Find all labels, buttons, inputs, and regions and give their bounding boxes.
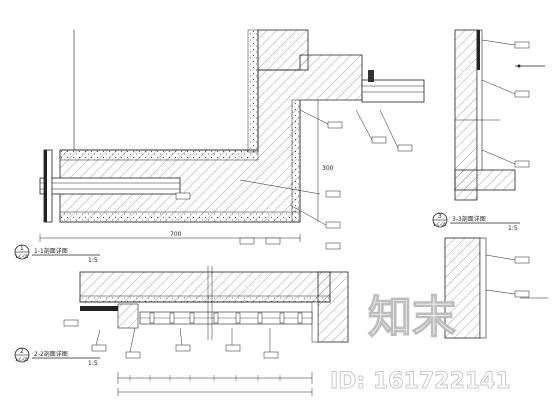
detail-4-section bbox=[444, 237, 548, 339]
detail-1-title: 1-1剖面详图 bbox=[34, 247, 68, 255]
watermark-brand: 知末 bbox=[368, 292, 456, 343]
watermark: 知末 ID: 161722141 bbox=[330, 291, 511, 394]
detail-2-title-block: 2 1-C-05 2-2剖面详图 1:5 bbox=[14, 347, 100, 367]
detail-1-section: 700 300 bbox=[39, 29, 425, 250]
detail-1-callouts bbox=[175, 109, 413, 250]
detail-3-section bbox=[454, 29, 545, 201]
detail-3-ref: 1-C-05 bbox=[433, 222, 447, 227]
detail-3-title-block: 3 1-C-05 3-3剖面详图 1:5 bbox=[432, 212, 520, 232]
detail-3-scale: 1:5 bbox=[508, 225, 518, 232]
detail-2-scale: 1:5 bbox=[88, 360, 98, 367]
detail-2-number: 2 bbox=[20, 348, 24, 355]
detail-3-number: 3 bbox=[438, 213, 442, 220]
detail-3-title: 3-3剖面详图 bbox=[452, 215, 486, 223]
detail-2-ref: 1-C-05 bbox=[15, 357, 29, 362]
svg-text:300: 300 bbox=[322, 165, 334, 172]
watermark-id: ID: 161722141 bbox=[330, 369, 511, 394]
detail-2-callouts bbox=[63, 319, 279, 359]
detail-1-number: 1 bbox=[20, 245, 24, 252]
detail-2-section bbox=[63, 266, 349, 396]
detail-1-title-block: 1 1-C-05 1-1剖面详图 1:5 bbox=[14, 244, 100, 264]
detail-2-joists bbox=[149, 312, 303, 324]
svg-text:700: 700 bbox=[170, 231, 182, 238]
detail-1-ref: 1-C-05 bbox=[15, 254, 29, 259]
detail-2-title: 2-2剖面详图 bbox=[34, 350, 68, 358]
detail-1-scale: 1:5 bbox=[88, 257, 98, 264]
